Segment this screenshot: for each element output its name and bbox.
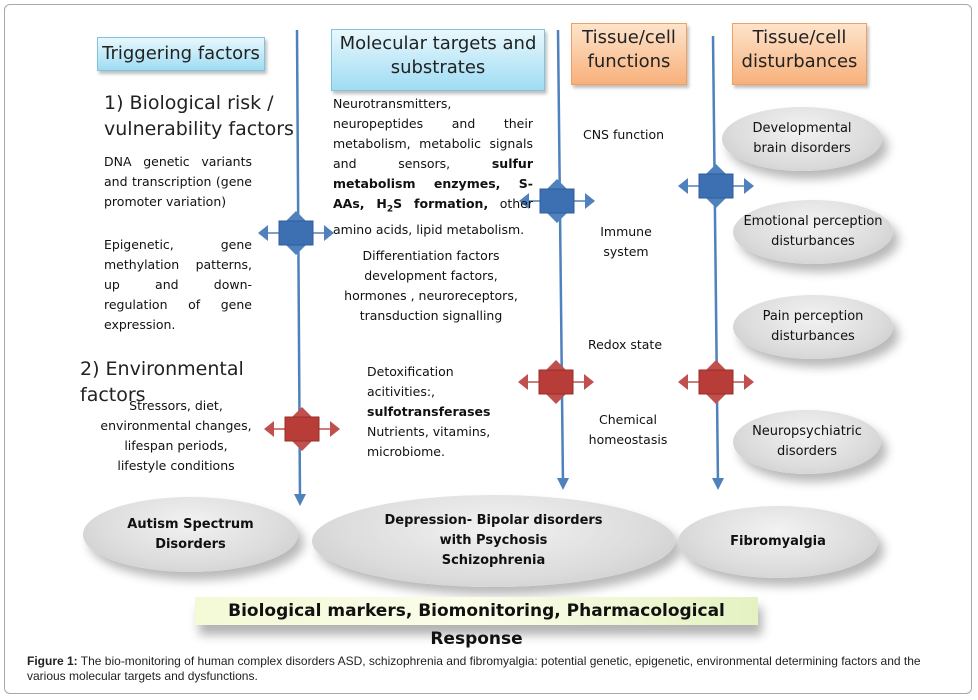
arrowhead-down-3 [712, 478, 724, 490]
neurotransmitters-text: Neurotransmitters, neuropeptides and the… [333, 96, 533, 171]
sulfotransferases-text: sulfotransferases [367, 404, 491, 419]
asd-label-line1: Autism Spectrum [127, 516, 254, 532]
header-tissue-disturbances: Tissue/cell disturbances [732, 23, 867, 85]
molecular-block-neurotransmitters: Neurotransmitters, neuropeptides and the… [333, 94, 533, 240]
vertical-arrow-line-3 [711, 35, 720, 486]
pain-perception-label: Pain perception disturbances [762, 309, 864, 344]
ellipse-fibromyalgia: Fibromyalgia [678, 506, 878, 578]
environmental-item: environmental changes, [100, 418, 252, 433]
environmental-item: Stressors, diet, [129, 398, 223, 413]
vertical-arrow-line-2 [556, 29, 565, 486]
header-functions-line1: Tissue/cell [582, 27, 676, 48]
detox-line: Detoxification [367, 364, 454, 379]
dna-genetic-text: DNA genetic variants and transcription (… [104, 154, 252, 209]
header-molecular-targets: Molecular targets and substrates [331, 29, 545, 91]
amino-acids-text: other amino acids, lipid metabolism. [333, 196, 533, 237]
molecular-block-differentiation: Differentiation factors development fact… [336, 246, 526, 326]
detox-line: microbiome. [367, 444, 445, 459]
figure-caption-text: The bio-monitoring of human complex diso… [27, 654, 921, 683]
ellipse-autism-spectrum-disorders: Autism Spectrum Disorders [83, 497, 298, 572]
detox-line: Nutrients, vitamins, [367, 424, 491, 439]
ellipse-neuropsychiatric: Neuropsychiatric disorders [733, 410, 881, 474]
four-way-arrow-blue-1 [258, 211, 334, 255]
four-way-arrow-red-2 [518, 360, 594, 404]
header-triggering-text: Triggering factors [102, 43, 260, 64]
biological-risk-title-line2: vulnerability factors [104, 118, 294, 140]
differentiation-line: Differentiation factors [362, 248, 500, 263]
four-way-arrow-blue-3 [678, 164, 754, 208]
figure-caption-label: Figure 1: [27, 654, 78, 668]
asd-label-line2: Disorders [155, 536, 226, 552]
biological-risk-title: 1) Biological risk / vulnerability facto… [104, 90, 294, 142]
h2s-formation-text: S formation, [393, 196, 489, 211]
detox-line: acitivities:, [367, 384, 436, 399]
four-way-arrow-blue-2 [519, 179, 595, 223]
fibromyalgia-label: Fibromyalgia [730, 534, 826, 549]
depression-label-line1: Depression- Bipolar disorders [384, 513, 603, 528]
subscript-2: 2 [386, 204, 394, 215]
header-functions-line2: functions [587, 51, 671, 72]
sulfur-metabolism-text: sulfur metabolism enzymes, S-AAs, H [333, 156, 533, 211]
environmental-item: lifespan periods, [124, 438, 228, 453]
four-way-arrow-red-3 [678, 360, 754, 404]
differentiation-line: hormones , neuroreceptors, [344, 288, 518, 303]
molecular-block-detoxification: Detoxification acitivities:, sulfotransf… [367, 362, 547, 462]
depression-label-line2: with Psychosis [439, 533, 548, 548]
ellipse-depression-bipolar-schizophrenia: Depression- Bipolar disorders with Psych… [312, 495, 675, 587]
differentiation-line: transduction signalling [359, 308, 503, 323]
figure-caption: Figure 1: The bio-monitoring of human co… [27, 654, 957, 684]
function-immune-system: Immune system [600, 224, 652, 259]
developmental-brain-label: Developmental brain disorders [752, 121, 852, 156]
arrowhead-down-1 [294, 494, 306, 506]
header-disturbances-line2: disturbances [741, 51, 858, 72]
biomarkers-banner: Biological markers, Biomonitoring, Pharm… [195, 597, 758, 649]
biological-risk-title-line1: 1) Biological risk / [104, 92, 274, 114]
header-tissue-functions: Tissue/cell functions [571, 23, 687, 85]
header-molecular-line2: substrates [390, 57, 486, 78]
function-redox-state: Redox state [587, 337, 663, 352]
environmental-factors-title: 2) Environmental factors [80, 358, 244, 406]
header-triggering-factors: Triggering factors [97, 37, 265, 71]
ellipse-pain-perception: Pain perception disturbances [733, 295, 893, 359]
function-chemical-homeostasis: Chemical homeostasis [588, 412, 668, 447]
environmental-factors-list: Stressors, diet, environmental changes, … [84, 396, 268, 476]
ellipse-emotional-perception: Emotional perception disturbances [733, 200, 893, 264]
epigenetic-text: Epigenetic, gene methylation patterns, u… [104, 237, 252, 332]
environmental-item: lifestyle conditions [117, 458, 235, 473]
neuropsychiatric-label: Neuropsychiatric disorders [752, 424, 862, 459]
four-way-arrow-red-1 [264, 407, 340, 451]
emotional-perception-label: Emotional perception disturbances [743, 214, 883, 249]
header-molecular-line1: Molecular targets and [339, 33, 537, 54]
header-disturbances-line1: Tissue/cell [752, 27, 847, 48]
depression-label-line3: Schizophrenia [441, 553, 546, 568]
arrowhead-down-2 [557, 478, 569, 490]
function-cns: CNS function [582, 127, 665, 142]
differentiation-line: development factors, [364, 268, 498, 283]
ellipse-developmental-brain-disorders: Developmental brain disorders [722, 107, 882, 171]
